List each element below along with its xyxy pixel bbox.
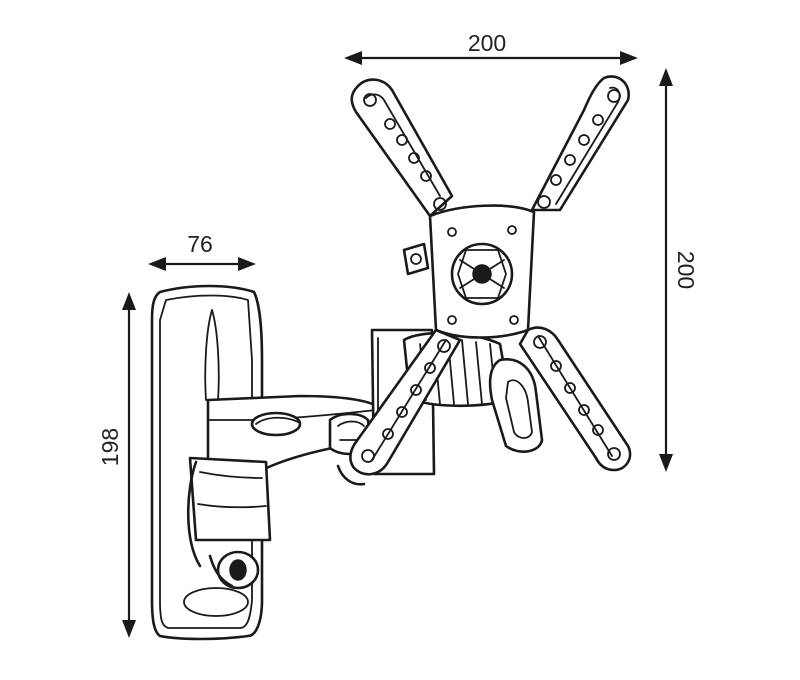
- bracket-center-plate: [428, 204, 536, 339]
- dimension-top-width: 200: [344, 30, 638, 65]
- dimension-right-height: 200: [659, 68, 699, 472]
- bracket-arm-top-right: [530, 75, 630, 212]
- bracket-side-tab: [402, 242, 430, 276]
- first-arm: [186, 394, 382, 590]
- bracket-arm-bottom-right: [518, 326, 632, 472]
- slot-holes-top-right: [550, 114, 604, 186]
- slot-holes-bottom-right: [550, 360, 604, 436]
- dimension-label-plate-height: 198: [97, 428, 123, 466]
- slot-holes-top-left: [384, 118, 432, 182]
- dimension-plate-height: 198: [97, 292, 136, 638]
- slot-holes-bottom-left: [382, 362, 436, 440]
- dimension-plate-width: 76: [148, 231, 256, 271]
- bracket-arm-bottom-left: [336, 328, 462, 486]
- bracket-arm-top-left: [350, 78, 454, 218]
- dimension-label-top-width: 200: [468, 30, 506, 56]
- dimension-label-plate-width: 76: [187, 231, 213, 257]
- tilt-handle: [488, 358, 544, 453]
- dimension-label-right-height: 200: [673, 251, 699, 289]
